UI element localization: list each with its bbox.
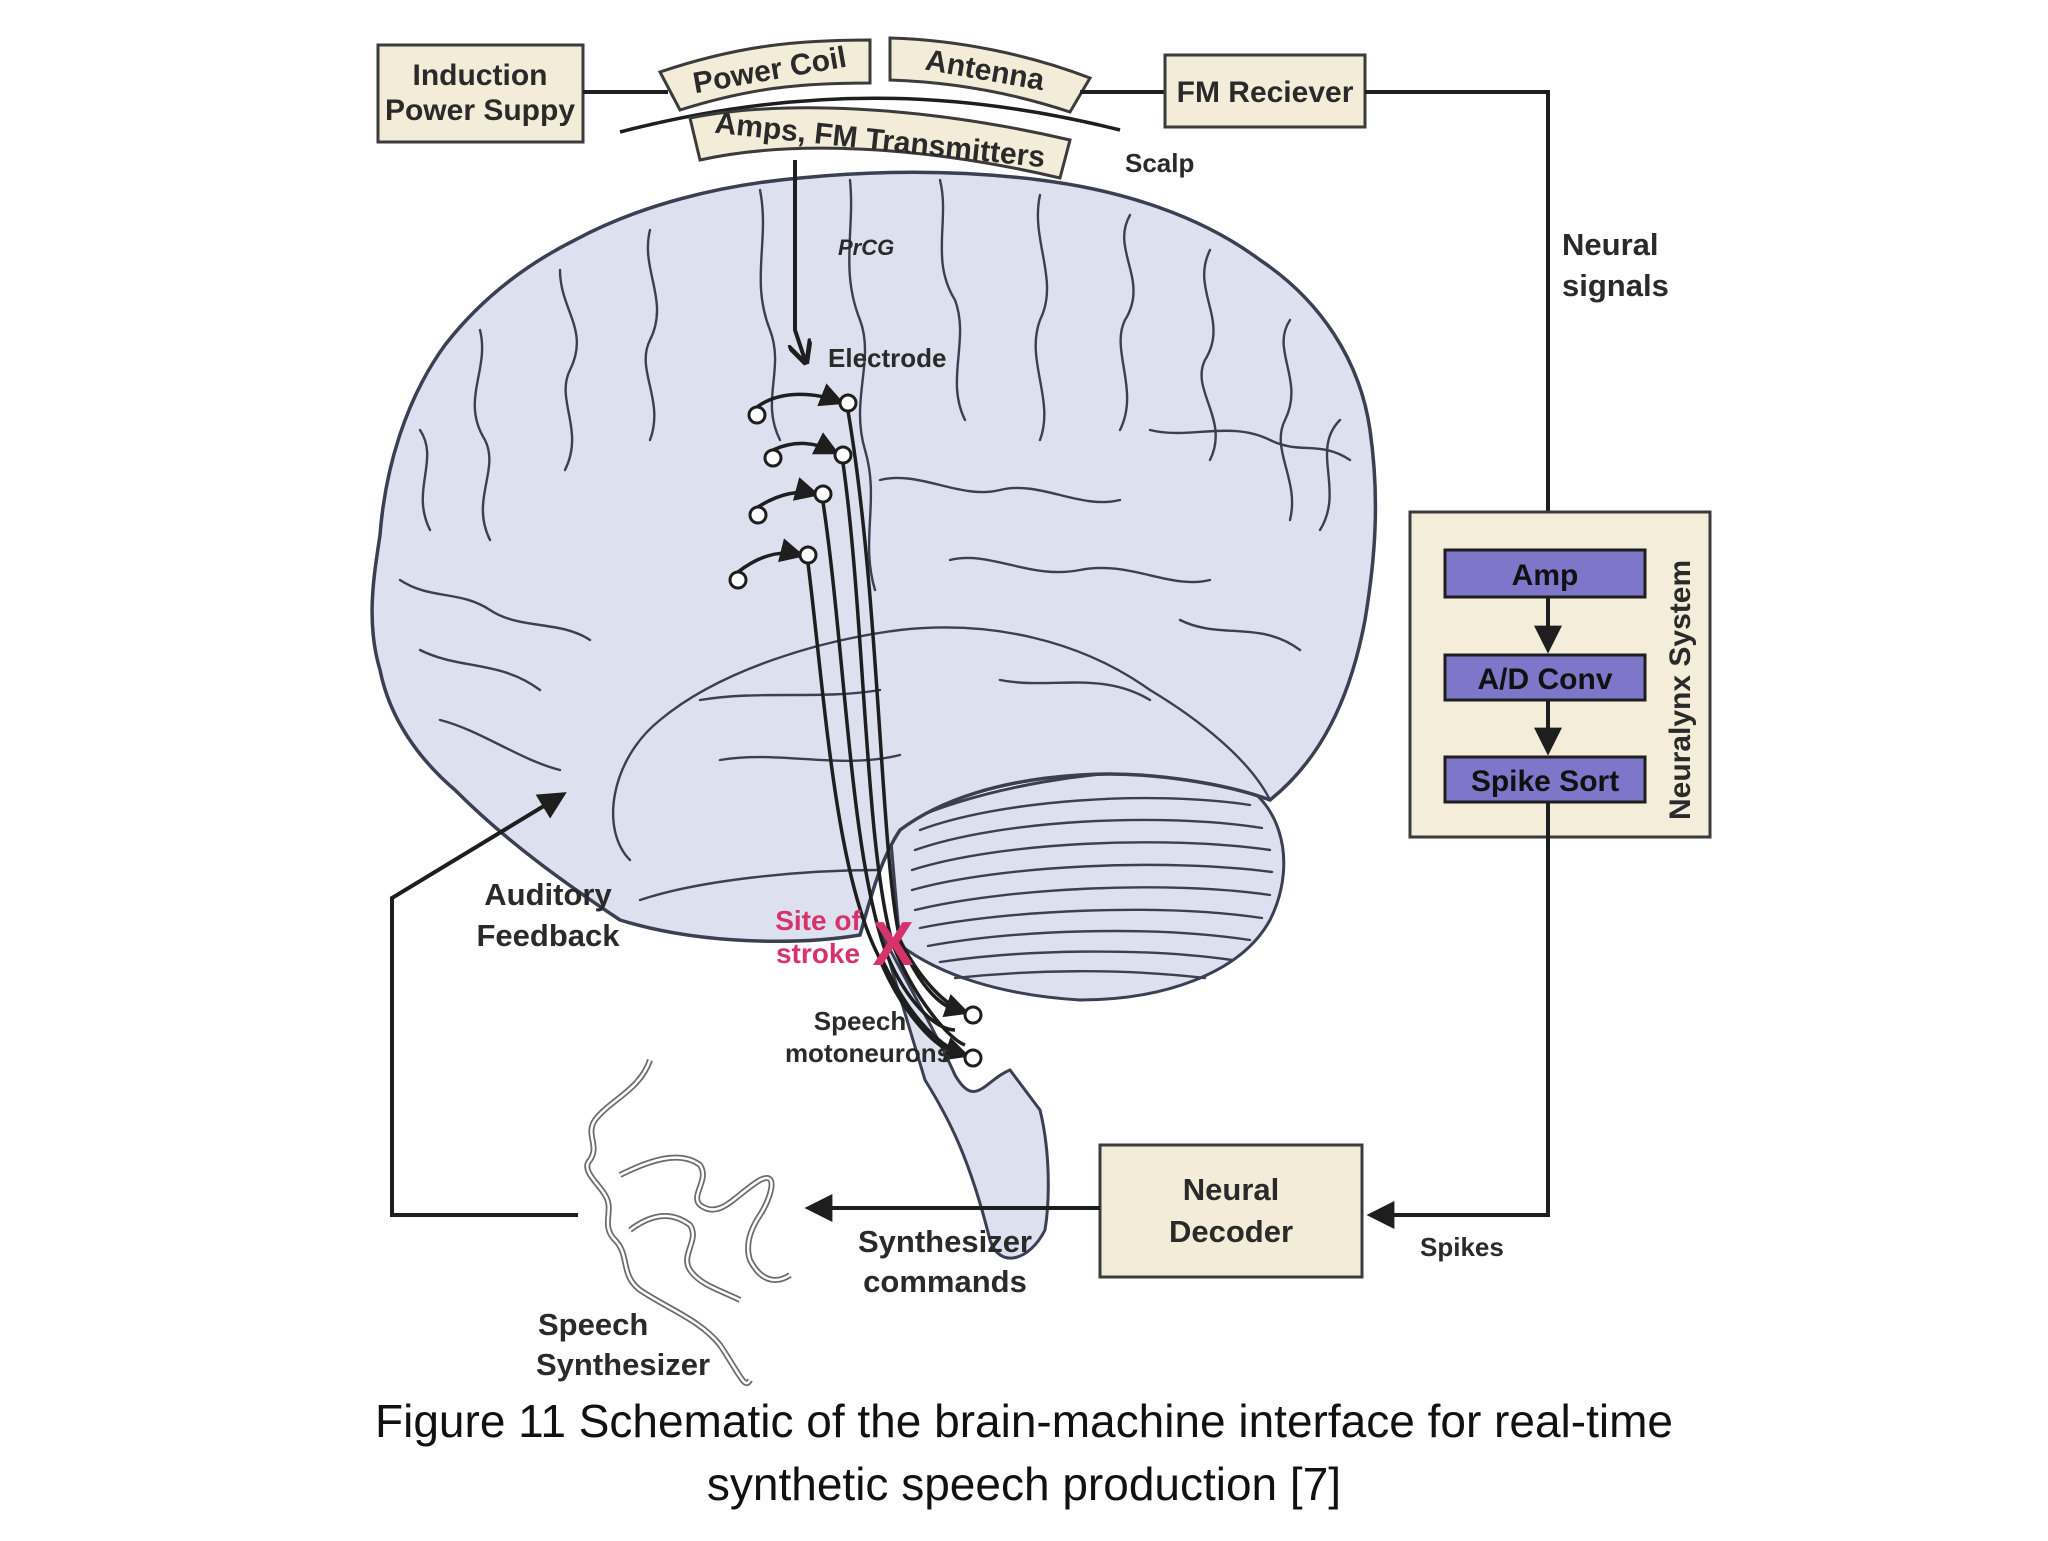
neural-decoder-box: Neural Decoder [1098, 1143, 1364, 1279]
site-of-stroke-line2: stroke [776, 938, 860, 969]
induction-power-supply-box: Induction Power Suppy [376, 43, 585, 144]
neural-pathways [728, 383, 983, 1068]
electrode-pair-1 [747, 383, 858, 425]
electrode-wire [795, 160, 805, 360]
fm-receiver-label: FM Reciever [1177, 76, 1354, 109]
amps-fm-transmitters-box: Amps, FM Transmitters [688, 106, 1072, 180]
auditory-feedback-line [390, 792, 578, 1217]
cerebellum-folia [910, 796, 1274, 980]
caption-line1: Figure 11 Schematic of the brain-machine… [375, 1395, 1673, 1447]
gyri [398, 178, 1352, 772]
speech-motoneurons-line1: Speech [814, 1006, 907, 1036]
amp-stage-box [1443, 548, 1647, 599]
site-of-stroke-line1: Site of [775, 905, 861, 936]
neural-signals-line [1365, 90, 1562, 546]
stroke-x-mark: X [872, 910, 913, 979]
fm-receiver-box: FM Reciever [1163, 53, 1367, 129]
induction-label-line1: Induction [413, 59, 548, 92]
amp-stage-label: Amp [1512, 559, 1579, 592]
auditory-feedback-line2: Feedback [476, 918, 620, 953]
cerebrum [370, 170, 1378, 943]
neural-decoder-line2: Decoder [1169, 1214, 1293, 1249]
induction-label-line2: Power Suppy [385, 94, 575, 127]
auditory-feedback-line1: Auditory [484, 877, 612, 912]
spike-sort-stage-box [1443, 755, 1647, 804]
speech-synthesizer-line2: Synthesizer [536, 1347, 710, 1382]
neural-signals-line1: Neural [1562, 227, 1658, 262]
spikes-label: Spikes [1420, 1232, 1504, 1262]
electrode-pair-3 [748, 477, 833, 525]
scalp-arc [619, 96, 1121, 134]
electrode-label: Electrode [828, 343, 947, 373]
synthesizer-commands-line1: Synthesizer [858, 1224, 1032, 1259]
speech-synthesizer-line1: Speech [538, 1307, 648, 1342]
prcg-label: PrCG [838, 235, 894, 260]
spike-sort-stage-label: Spike Sort [1471, 765, 1619, 798]
neural-decoder-line1: Neural [1183, 1172, 1279, 1207]
electrode-pair-2 [763, 432, 853, 468]
cerebellum [888, 769, 1286, 1002]
neuralynx-title: Neuralynx System [1664, 560, 1697, 820]
scalp-label: Scalp [1125, 148, 1194, 178]
brain-illustration [370, 170, 1378, 1260]
speech-motoneurons-line2: motoneurons [785, 1038, 951, 1068]
ad-conv-stage-box [1443, 653, 1647, 702]
caption-line2: synthetic speech production [7] [707, 1458, 1341, 1510]
ad-conv-stage-label: A/D Conv [1478, 663, 1613, 696]
vocal-tract-illustration [584, 1058, 792, 1386]
synthesizer-commands-line2: commands [863, 1264, 1027, 1299]
neuralynx-system: Neuralynx System Amp A/D Conv Spike Sort [1408, 510, 1712, 839]
neural-signals-line2: signals [1562, 268, 1669, 303]
spikes-line [1366, 802, 1550, 1229]
